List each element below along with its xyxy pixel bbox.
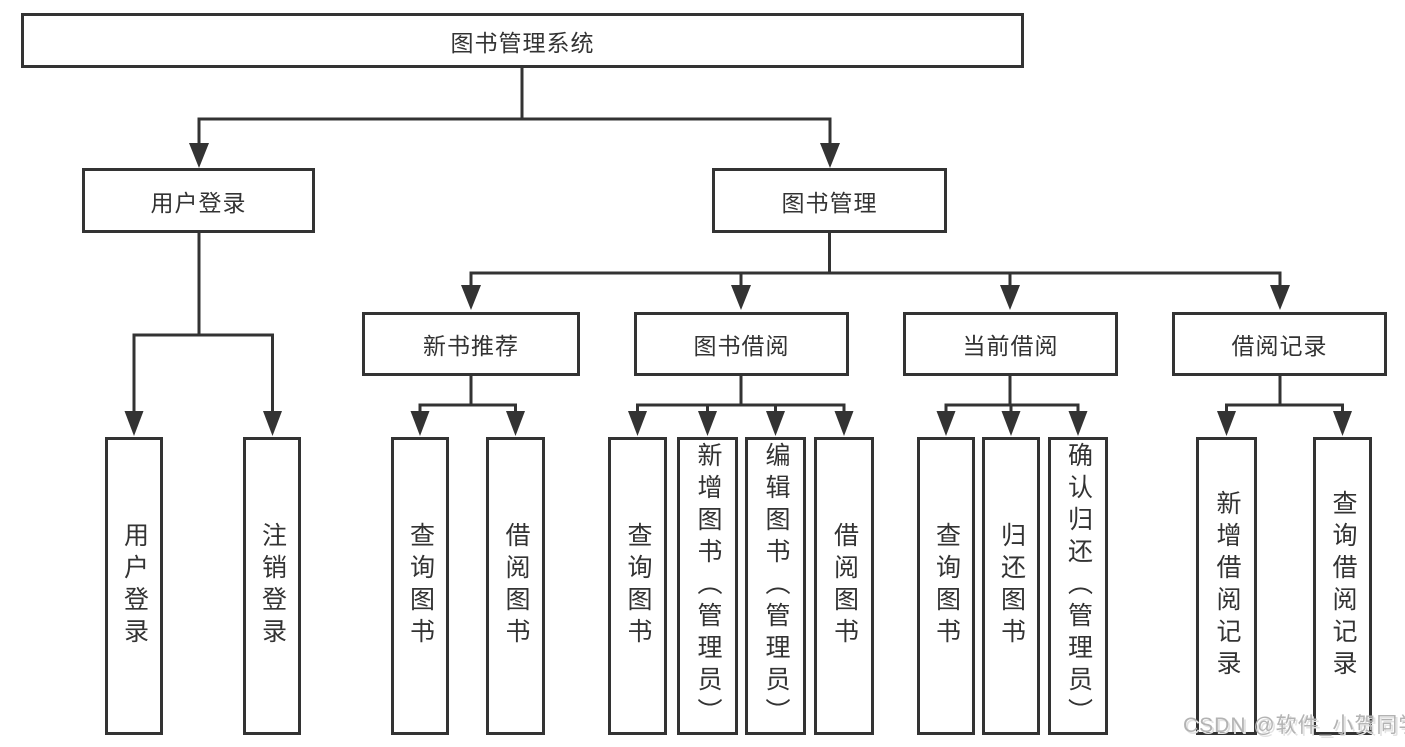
leaf-add-book-admin: 新增图书（管理员） (677, 437, 738, 735)
leaf-query-books-borrowing-label: 查询图书 (624, 522, 652, 650)
leaf-add-borrow-record-label: 新增借阅记录 (1213, 490, 1241, 682)
leaf-confirm-return-admin: 确认归还（管理员） (1048, 437, 1108, 735)
leaf-user-login: 用户登录 (105, 437, 163, 735)
node-borrowing-records-label: 借阅记录 (1231, 333, 1328, 359)
node-new-book-recommendation-label: 新书推荐 (423, 333, 519, 359)
leaf-confirm-return-admin-label: 确认归还（管理员） (1064, 442, 1093, 730)
leaf-user-login-label: 用户登录 (120, 522, 149, 650)
leaf-borrow-books-label: 借阅图书 (830, 522, 859, 650)
leaf-return-books-label: 归还图书 (997, 522, 1026, 650)
leaf-query-borrow-record-label: 查询借阅记录 (1329, 490, 1357, 682)
node-library-management-system-label: 图书管理系统 (450, 29, 595, 56)
leaf-edit-book-admin: 编辑图书（管理员） (745, 437, 806, 735)
leaf-logout-label: 注销登录 (258, 522, 287, 650)
leaf-add-borrow-record: 新增借阅记录 (1196, 437, 1257, 735)
leaf-edit-book-admin-label: 编辑图书（管理员） (762, 442, 790, 730)
leaf-query-borrow-record: 查询借阅记录 (1313, 437, 1372, 735)
node-new-book-recommendation: 新书推荐 (362, 312, 580, 376)
leaf-borrow-books: 借阅图书 (814, 437, 874, 735)
leaf-query-books-current: 查询图书 (917, 437, 975, 735)
node-book-borrowing: 图书借阅 (634, 312, 849, 376)
leaf-query-books-borrowing: 查询图书 (608, 437, 667, 735)
leaf-return-books: 归还图书 (982, 437, 1040, 735)
node-user-login: 用户登录 (82, 168, 315, 233)
leaf-query-books-new-label: 查询图书 (406, 522, 435, 650)
leaf-add-book-admin-label: 新增图书（管理员） (694, 442, 722, 730)
leaf-logout: 注销登录 (243, 437, 301, 735)
node-current-borrowing: 当前借阅 (903, 312, 1118, 376)
node-library-management-system: 图书管理系统 (21, 13, 1024, 68)
node-book-management-label: 图书管理 (781, 189, 878, 216)
leaf-borrow-books-new: 借阅图书 (486, 437, 545, 735)
leaf-borrow-books-new-label: 借阅图书 (502, 522, 530, 650)
node-current-borrowing-label: 当前借阅 (962, 333, 1059, 359)
leaf-query-books-current-label: 查询图书 (932, 522, 961, 650)
leaf-query-books-new: 查询图书 (391, 437, 449, 735)
node-borrowing-records: 借阅记录 (1172, 312, 1387, 376)
node-user-login-label: 用户登录 (150, 189, 247, 216)
watermark: CSDN @软件_小贺同学 (1183, 714, 1405, 737)
node-book-management: 图书管理 (712, 168, 947, 233)
node-book-borrowing-label: 图书借阅 (693, 333, 790, 359)
